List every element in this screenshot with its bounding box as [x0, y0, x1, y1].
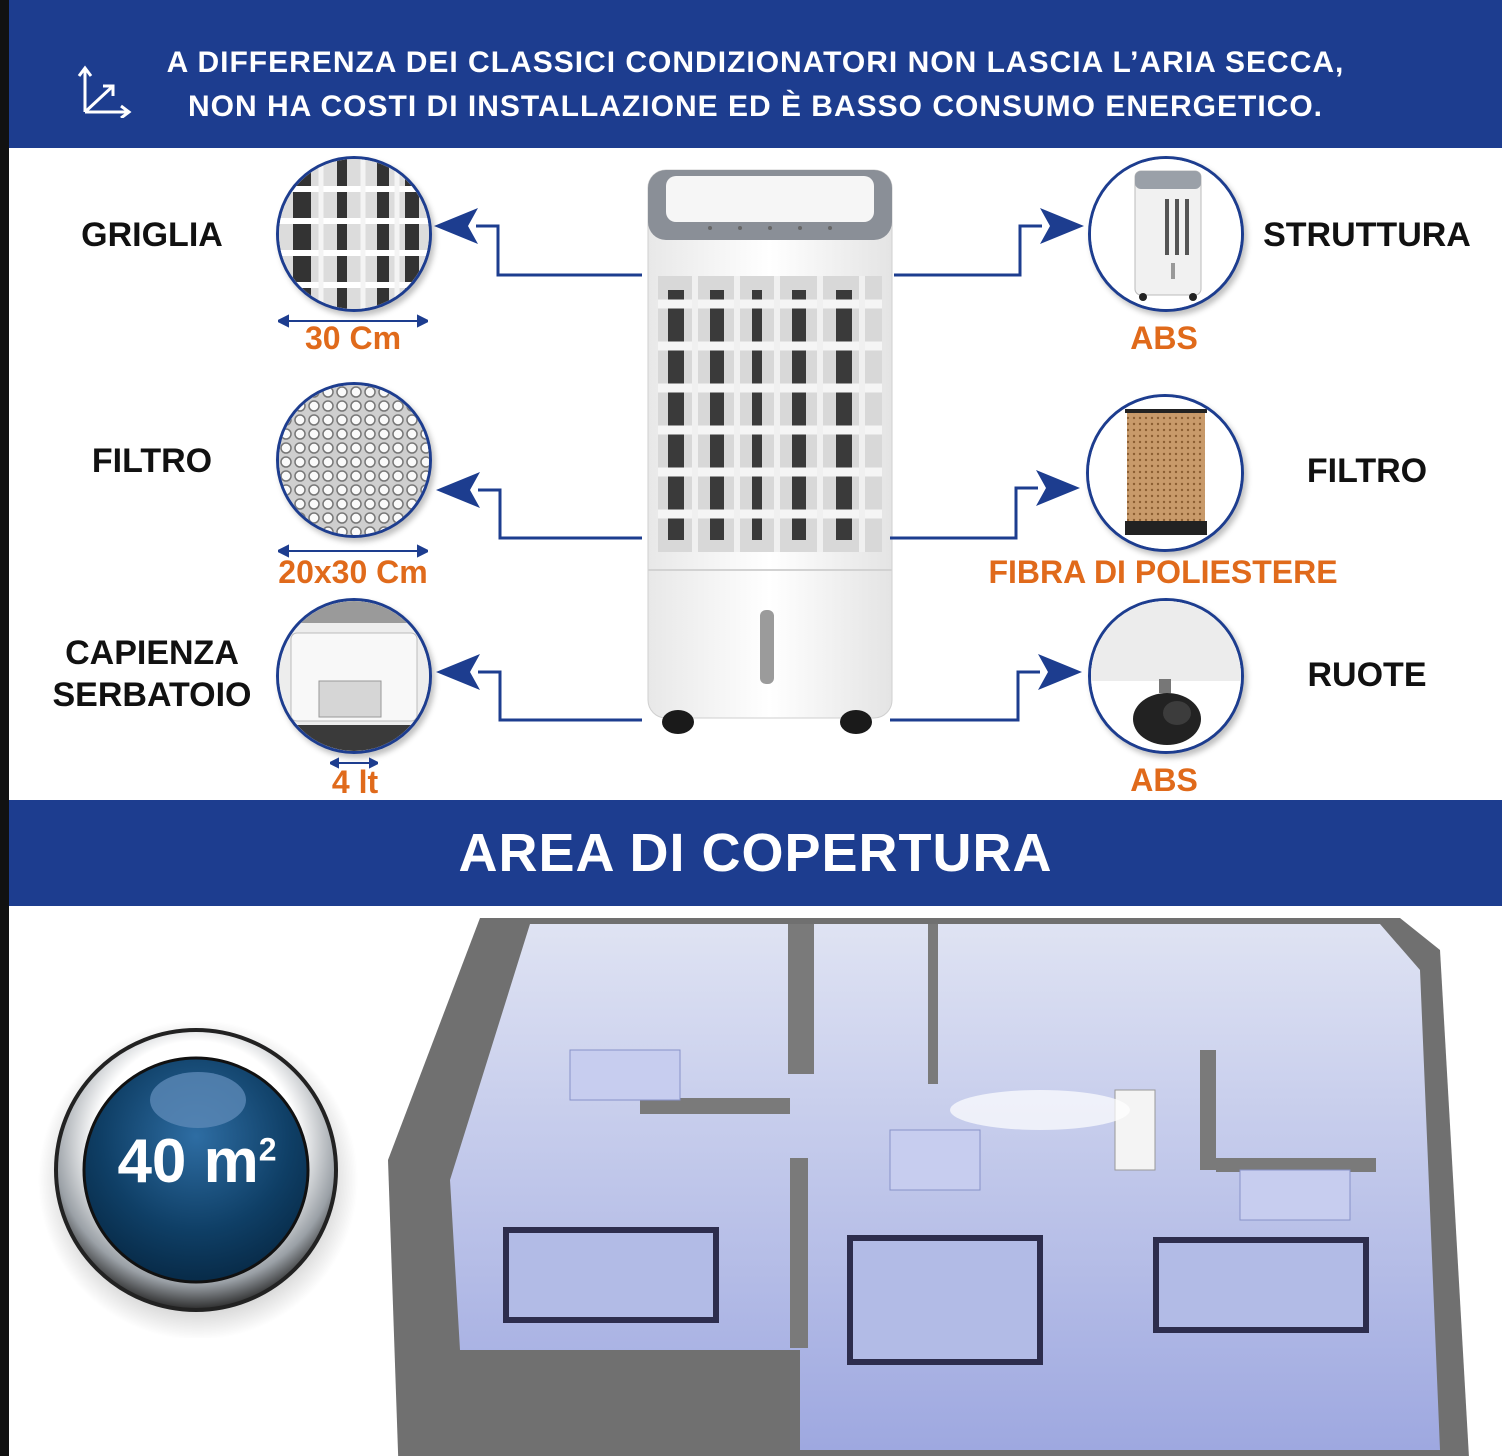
- apartment-floor-plan-image: [388, 918, 1469, 1456]
- arrow-left-icon: [436, 472, 480, 508]
- coverage-number: 40 m: [117, 1127, 259, 1196]
- banner-line-1: A DIFFERENZA DEI CLASSICI CONDIZIONATORI…: [166, 46, 1345, 79]
- feature-label-struttura: STRUTTURA: [1263, 216, 1471, 254]
- arrow-right-icon: [1040, 208, 1084, 244]
- coverage-title: AREA DI COPERTURA: [458, 823, 1053, 883]
- filtro-mesh-image: [276, 382, 432, 538]
- dimension-axes-icon: [77, 65, 132, 118]
- feature-label-griglia: GRIGLIA: [81, 216, 223, 254]
- coverage-badge: [38, 1020, 358, 1338]
- feature-spec-filtro: 20x30 Cm: [278, 554, 428, 590]
- griglia-image: [276, 156, 432, 312]
- coverage-unit-superscript: 2: [258, 1131, 277, 1168]
- arrow-right-icon: [1036, 470, 1080, 506]
- feature-label-capienza: CAPIENZA SERBATOIO: [34, 632, 270, 716]
- coverage-value: 40 m2: [82, 1126, 312, 1197]
- banner-line-2: NON HA COSTI DI INSTALLAZIONE ED È BASSO…: [187, 90, 1324, 123]
- dimension-arrow: [278, 314, 428, 328]
- filtro-fibra-image: [1086, 394, 1244, 552]
- arrow-left-icon: [434, 208, 478, 244]
- connector-lines: [434, 208, 1084, 722]
- arrow-left-icon: [436, 654, 480, 690]
- feature-spec-fibra: FIBRA DI POLIESTERE: [988, 554, 1338, 590]
- arrow-right-icon: [1038, 654, 1082, 690]
- feature-spec-ruote: ABS: [1130, 762, 1198, 798]
- dimension-arrow: [278, 544, 428, 558]
- feature-label-filtro-right: FILTRO: [1306, 452, 1428, 490]
- ruote-image: [1088, 598, 1244, 754]
- coverage-banner: AREA DI COPERTURA: [9, 800, 1502, 906]
- feature-spec-griglia: 30 Cm: [304, 320, 402, 356]
- dimension-arrow: [330, 757, 378, 769]
- feature-label-capienza-line1: CAPIENZA: [65, 634, 239, 672]
- top-banner: A DIFFERENZA DEI CLASSICI CONDIZIONATORI…: [9, 0, 1502, 148]
- feature-label-capienza-line2: SERBATOIO: [52, 676, 252, 714]
- feature-label-ruote: RUOTE: [1307, 656, 1427, 694]
- feature-spec-capienza: 4 lt: [331, 764, 379, 800]
- serbatoio-image: [276, 598, 432, 754]
- struttura-image: [1088, 156, 1244, 312]
- left-edge: [0, 0, 9, 1456]
- feature-spec-struttura: ABS: [1130, 320, 1198, 356]
- feature-label-filtro: FILTRO: [91, 442, 213, 480]
- air-cooler-image: [647, 169, 893, 734]
